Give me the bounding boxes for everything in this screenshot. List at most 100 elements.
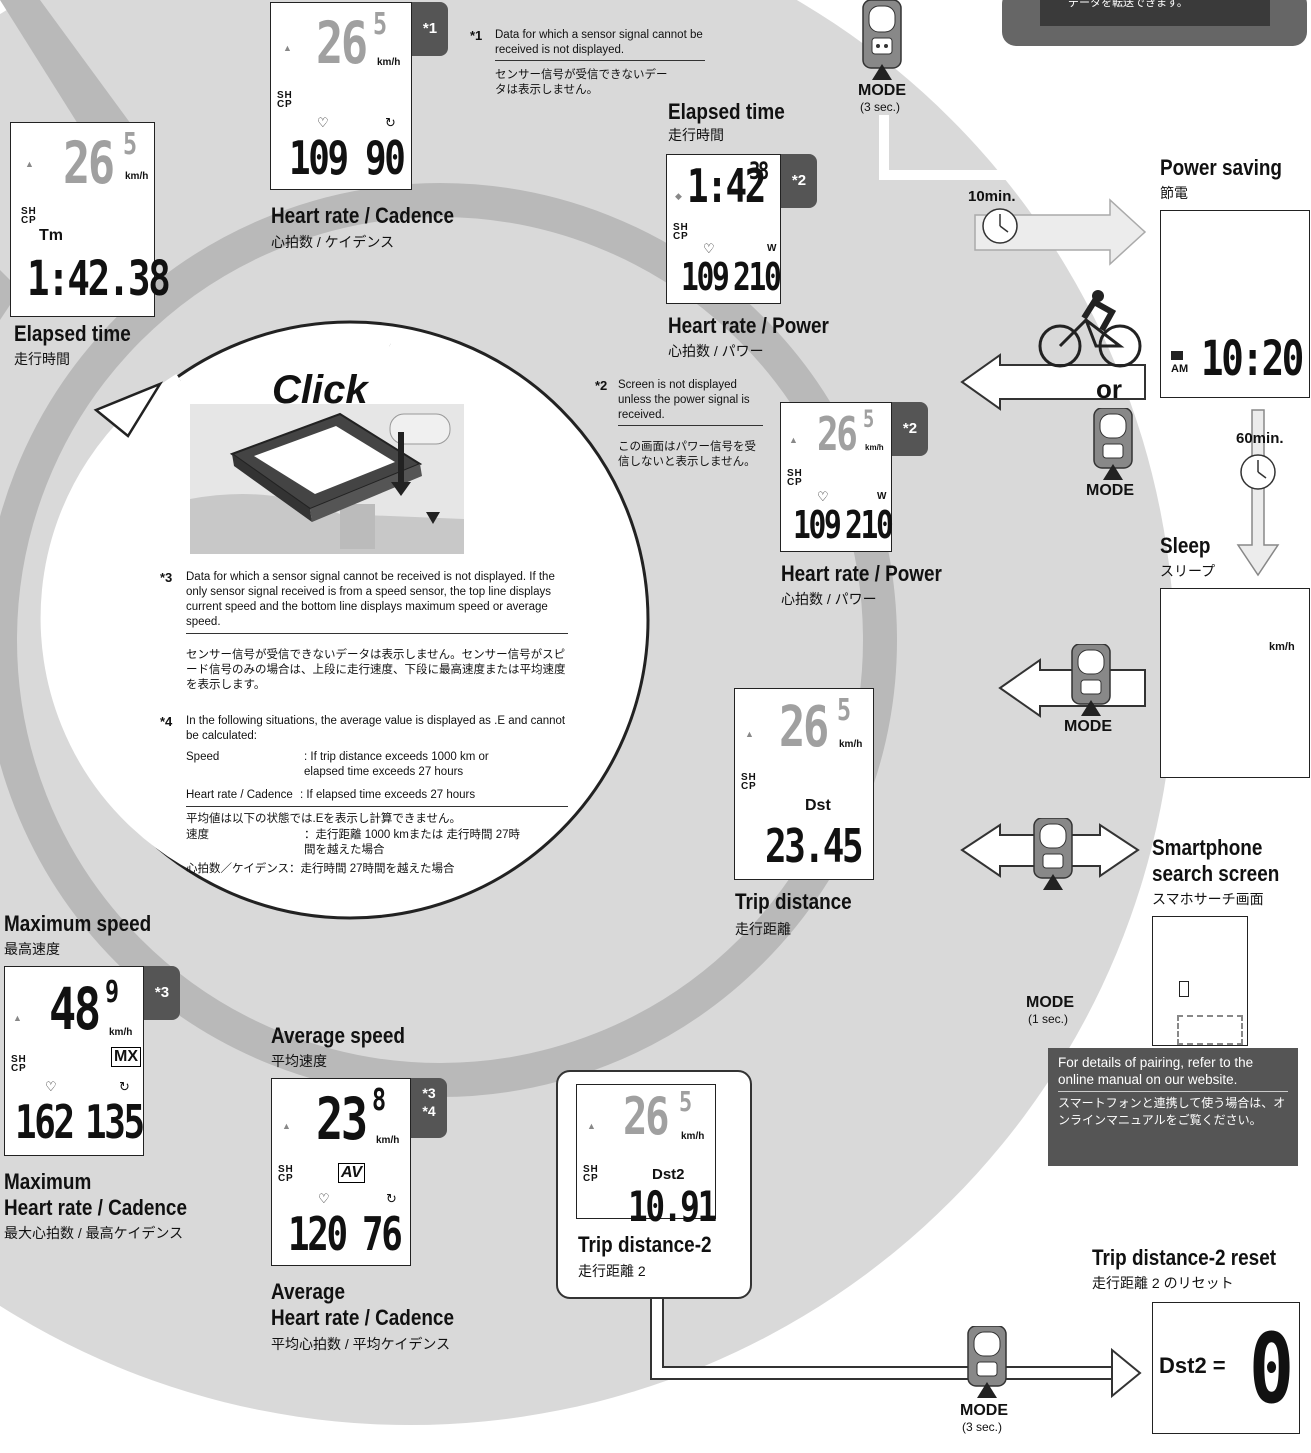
elapsed-mid-title-above: Elapsed time <box>668 99 785 124</box>
avg-hr: 120 <box>288 1207 348 1261</box>
device-click-illustration <box>190 404 464 554</box>
cadence-icon: ↻ <box>386 1191 397 1206</box>
triangle-icon: ▲ <box>789 435 798 445</box>
power-saving-title-jp: 節電 <box>1160 185 1188 201</box>
note4-hr-label: Heart rate / Cadence <box>186 789 293 801</box>
mode-device-reset[interactable] <box>964 1326 1010 1398</box>
heart-icon: ♡ <box>817 489 829 504</box>
mode-device-search[interactable] <box>1030 818 1076 890</box>
elapsed-left-speed-decimal: 5 <box>123 127 137 162</box>
note2-mark: *2 <box>595 378 608 393</box>
cadence-icon: ↻ <box>385 115 396 130</box>
clock-icon <box>1240 454 1276 490</box>
hr-power-screen: ▲ 26 5 km/h S H C P ♡ W 109 210 <box>780 402 894 552</box>
mode-device-sleep[interactable] <box>1068 644 1114 716</box>
max-screen: ▲ 48 9 km/h S H C P MX ♡ ↻ 162 135 <box>4 966 145 1156</box>
avg-title-above-jp: 平均速度 <box>271 1053 327 1069</box>
clock-icon <box>982 208 1018 244</box>
max-cad: 135 <box>85 1095 145 1149</box>
avg-speed: 23 <box>316 1085 368 1153</box>
triangle-icon: ▲ <box>25 159 34 169</box>
mode-reset-label: MODE <box>960 1402 1008 1419</box>
cyclist-icon <box>1038 290 1142 368</box>
trip-unit: km/h <box>839 739 863 750</box>
mode-search-label: MODE <box>1026 994 1074 1011</box>
trip-title: Trip distance <box>735 889 852 914</box>
avg-badge: *3 *4 <box>411 1078 447 1138</box>
trip2-speed-decimal: 5 <box>679 1085 692 1118</box>
note4-jp: 平均値は以下の状態では.Eを表示し計算できません。 <box>186 813 462 825</box>
avg-title-l1: Average <box>271 1279 345 1304</box>
elapsed-left-sensor: S H C P <box>21 206 36 226</box>
avg-badge-1: *3 <box>422 1085 436 1101</box>
trip-value: 23.45 <box>765 819 864 873</box>
elapsed-mid-unit: W <box>767 243 777 254</box>
note4-speed-text: : If trip distance exceeds 1000 km or el… <box>304 751 489 778</box>
elapsed-left-label: Tm <box>39 227 63 244</box>
sleep-title: Sleep <box>1160 533 1211 558</box>
reset-value: 0 <box>1249 1313 1294 1425</box>
trip-speed: 26 <box>779 695 829 760</box>
max-title-l2: Heart rate / Cadence <box>4 1195 187 1220</box>
mode-reset-duration: (3 sec.) <box>962 1420 1003 1434</box>
avg-badge-2: *4 <box>422 1103 436 1119</box>
hr-power-title: Heart rate / Power <box>781 561 942 586</box>
triangle-icon: ▲ <box>745 729 754 739</box>
battery-icon <box>1171 351 1183 360</box>
avg-cad: 76 <box>362 1207 403 1261</box>
hr-cadence-sensor: S H C P <box>277 90 292 110</box>
max-badge: *3 <box>144 966 180 1020</box>
search-title-l1: Smartphone <box>1152 835 1263 860</box>
elapsed-mid-badge: *2 <box>781 154 817 208</box>
elapsed-mid-hr: 109 <box>681 255 730 299</box>
trip2-title: Trip distance-2 <box>578 1232 712 1257</box>
sleep-unit: km/h <box>1269 641 1295 653</box>
power-saving-value: 10:20 <box>1201 331 1304 387</box>
trip-label: Dst <box>805 797 831 814</box>
max-speed: 48 <box>49 975 101 1043</box>
max-mark: MX <box>111 1047 141 1067</box>
mode-device-top[interactable] <box>859 0 905 80</box>
trip2-title-jp: 走行距離 2 <box>578 1263 646 1279</box>
hr-power-sensor: S H C P <box>787 468 802 488</box>
max-unit: km/h <box>109 1027 133 1038</box>
note1-jp: センサー信号が受信できないデータは表示しません。 <box>495 69 668 96</box>
elapsed-left-title: Elapsed time <box>14 321 131 346</box>
elapsed-left-speed: 26 <box>63 129 115 197</box>
hr-cadence-hr: 109 <box>289 131 349 185</box>
top-note: データを転送できます。 <box>1068 0 1188 9</box>
avg-mark: AV <box>338 1163 366 1183</box>
max-title-above: Maximum speed <box>4 911 152 936</box>
hr-cadence-title: Heart rate / Cadence <box>271 203 454 228</box>
heart-icon: ♡ <box>318 1191 330 1206</box>
search-title-l2: search screen <box>1152 861 1280 886</box>
elapsed-mid-time: 1:42 <box>687 159 766 213</box>
hr-power-hr: 109 <box>793 503 842 547</box>
sleep-screen: km/h <box>1160 588 1310 778</box>
elapsed-mid-title-above-jp: 走行時間 <box>668 127 724 143</box>
reset-screen: Dst2 = 0 <box>1152 1302 1300 1434</box>
avg-sensor: S H C P <box>278 1164 293 1184</box>
hr-cadence-unit: km/h <box>377 57 401 68</box>
elapsed-mid-title: Heart rate / Power <box>668 313 829 338</box>
elapsed-mid-time-b: 38 <box>749 157 769 185</box>
hr-power-badge: *2 <box>892 402 928 456</box>
mode-top-duration: (3 sec.) <box>860 100 901 114</box>
note1-mark: *1 <box>470 28 483 43</box>
hr-power-unit2: W <box>877 491 887 502</box>
note4-jp-speed-text: ：走行距離 1000 kmまたは 走行時間 27時間を越えた場合 <box>304 829 520 856</box>
mode-device-middle[interactable] <box>1090 408 1136 480</box>
mode-middle-label: MODE <box>1086 482 1134 499</box>
trip2-value: 10.91 <box>628 1182 717 1231</box>
note3-en: Data for which a sensor signal cannot be… <box>186 570 568 634</box>
avg-unit: km/h <box>376 1135 400 1146</box>
trip2-sensor: S H C P <box>583 1164 598 1184</box>
avg-title-above: Average speed <box>271 1023 405 1048</box>
mode-top-label: MODE <box>858 82 906 99</box>
avg-speed-decimal: 8 <box>372 1083 386 1118</box>
note3-jp: センサー信号が受信できないデータは表示しません。センサー信号がスピード信号のみの… <box>186 649 566 691</box>
sleep-title-jp: スリープ <box>1160 563 1216 579</box>
note2-jp: この画面はパワー信号を受信しないと表示しません。 <box>618 441 756 468</box>
hr-cadence-title-jp: 心拍数 / ケイデンス <box>271 234 395 250</box>
elapsed-mid-power: 210 <box>733 255 782 299</box>
